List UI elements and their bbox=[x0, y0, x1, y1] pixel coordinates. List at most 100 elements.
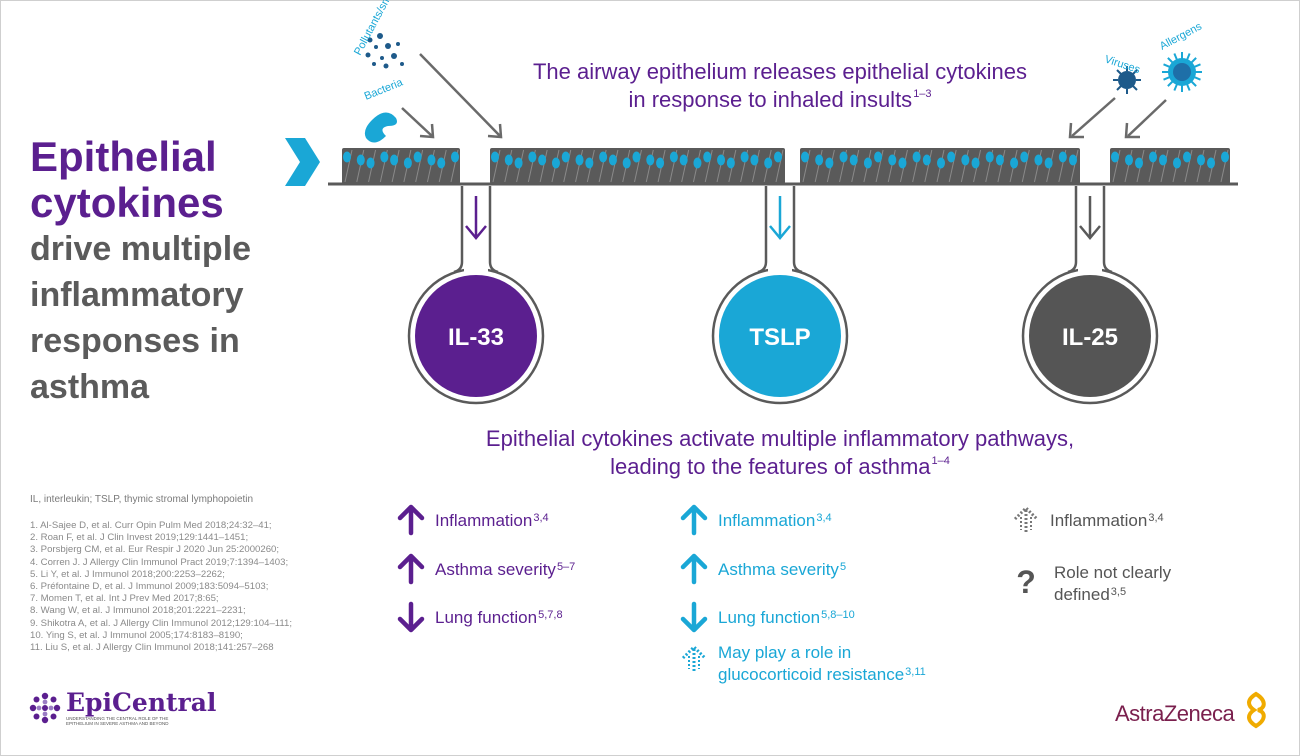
cell-nucleus bbox=[693, 157, 702, 169]
cell-border bbox=[492, 149, 501, 183]
headline-pathways: Epithelial cytokines activate multiple i… bbox=[360, 425, 1200, 481]
cell-nucleus bbox=[849, 154, 858, 166]
effect-line: Inflammation bbox=[718, 511, 816, 530]
insult-arrows bbox=[401, 53, 1167, 139]
bacteria-arrowhead bbox=[419, 123, 435, 139]
effect-text: Lung function5,8–10 bbox=[718, 600, 855, 629]
allergen-spike bbox=[1189, 79, 1197, 87]
cell-nucleus bbox=[451, 151, 459, 163]
bulb-fill bbox=[1029, 275, 1151, 397]
cell-nucleus bbox=[1020, 151, 1029, 163]
release-arrowhead bbox=[465, 225, 487, 240]
effect-text: Asthma severity5–7 bbox=[435, 552, 575, 581]
cell-nucleus bbox=[413, 151, 422, 163]
cell-nucleus bbox=[815, 154, 824, 166]
cell-border bbox=[563, 149, 572, 183]
effect-text: Inflammation3,4 bbox=[718, 503, 832, 532]
cell-nucleus bbox=[726, 157, 735, 169]
cell-border bbox=[415, 149, 424, 183]
cell-nucleus bbox=[985, 151, 994, 163]
allergens-arrowhead bbox=[1124, 122, 1140, 139]
headline-text: in response to inhaled insults bbox=[628, 87, 913, 112]
allergen-spike bbox=[1185, 53, 1191, 62]
title-line: drive multiple bbox=[30, 230, 252, 268]
effect-line: glucocorticoid resistance3,11 bbox=[718, 665, 926, 684]
title-line: inflammatory bbox=[30, 276, 244, 314]
cell-border bbox=[1160, 149, 1169, 183]
allergen-spike bbox=[1185, 82, 1191, 91]
pollutants-arrow bbox=[419, 53, 501, 137]
reference-superscript: 3,5 bbox=[1110, 586, 1127, 598]
cell-border bbox=[610, 149, 619, 183]
cell-nucleus bbox=[437, 157, 446, 169]
epicentral-tagline: UNDERSTANDING THE CENTRAL ROLE OF THE EP… bbox=[66, 716, 169, 726]
cell-nucleus bbox=[669, 151, 678, 163]
pollutants-arrowhead bbox=[487, 123, 503, 139]
allergen-icon bbox=[1162, 52, 1202, 92]
cell-nucleus bbox=[504, 154, 513, 166]
epithelium-segment bbox=[342, 148, 460, 184]
epicentral-flower-icon bbox=[29, 692, 61, 724]
cell-nucleus bbox=[888, 154, 897, 166]
abbreviations: IL, interleukin; TSLP, thymic stromal ly… bbox=[30, 494, 254, 505]
arrow-up-icon bbox=[680, 553, 708, 585]
cell-border bbox=[751, 149, 760, 183]
reference-list: 1. Al-Sajee D, et al. Curr Opin Pulm Med… bbox=[30, 520, 292, 654]
epithelium-segment bbox=[800, 148, 1080, 184]
cell-nucleus bbox=[764, 157, 773, 169]
allergen-spike bbox=[1192, 63, 1201, 69]
arrow-up-icon bbox=[397, 504, 425, 536]
cell-nucleus bbox=[1044, 157, 1053, 169]
reference-item: 4. Corren J. J Allergy Clin Immunol Prac… bbox=[30, 556, 289, 568]
cell-nucleus bbox=[703, 151, 712, 163]
stem-line bbox=[792, 186, 803, 274]
bacteria-icon bbox=[364, 109, 397, 143]
cell-nucleus bbox=[585, 157, 594, 169]
virus-icon bbox=[1113, 66, 1141, 94]
title-line: Epithelial bbox=[30, 133, 217, 180]
effect-item-il33: Inflammation3,4 bbox=[395, 503, 549, 537]
title-line: asthma bbox=[30, 368, 150, 406]
epithelium-layer bbox=[328, 148, 1238, 186]
cell-nucleus bbox=[1197, 154, 1205, 166]
effect-item-tslp: May play a role in glucocorticoid resista… bbox=[678, 642, 926, 686]
cell-border bbox=[634, 149, 642, 183]
slide-title: Epithelial cytokines drive multiple infl… bbox=[30, 134, 330, 410]
effect-text: Inflammation3,4 bbox=[435, 503, 549, 532]
cell-nucleus bbox=[538, 154, 547, 166]
cell-border bbox=[997, 149, 1006, 183]
cell-nucleus bbox=[1069, 154, 1077, 166]
cell-nucleus bbox=[679, 154, 688, 166]
reference-item: 5. Li Y, et al. J Immunol 2018;200:2253–… bbox=[30, 568, 225, 580]
cell-border bbox=[344, 149, 353, 183]
allergen-spike bbox=[1189, 57, 1197, 65]
effect-line: Inflammation bbox=[435, 511, 533, 530]
cytokine-bulb-il-33: IL-33 bbox=[407, 186, 545, 405]
allergens-arrow bbox=[1127, 99, 1167, 137]
cell-nucleus bbox=[961, 154, 970, 166]
effect-line: Role not clearly bbox=[1054, 563, 1172, 582]
bulb-fill bbox=[415, 275, 537, 397]
cell-nucleus bbox=[356, 154, 365, 166]
allergens-label: Allergens bbox=[1158, 20, 1205, 52]
pollutants-icon bbox=[365, 33, 404, 69]
effect-line: May play a role in bbox=[718, 643, 852, 662]
epicentral-logo: EpiCentral UNDERSTANDING THE CENTRAL ROL… bbox=[28, 690, 216, 726]
cell-nucleus bbox=[717, 154, 726, 166]
reference-item: 6. Préfontaine D, et al. J Immunol 2009;… bbox=[30, 581, 269, 593]
reference-superscript: 3,11 bbox=[905, 666, 926, 678]
cell-border bbox=[1021, 149, 1030, 183]
reference-item: 1. Al-Sajee D, et al. Curr Opin Pulm Med… bbox=[30, 520, 272, 531]
cytokine-bulb-il-25: IL-25 bbox=[1021, 186, 1159, 405]
effect-line: Lung function bbox=[718, 608, 821, 627]
astrazeneca-logo: AstraZeneca bbox=[1115, 691, 1276, 730]
cell-nucleus bbox=[839, 151, 848, 163]
cytokine-label: IL-33 bbox=[448, 324, 504, 351]
cell-border bbox=[1184, 149, 1193, 183]
cell-nucleus bbox=[1159, 154, 1167, 166]
cell-nucleus bbox=[740, 151, 749, 163]
cell-nucleus bbox=[947, 151, 956, 163]
